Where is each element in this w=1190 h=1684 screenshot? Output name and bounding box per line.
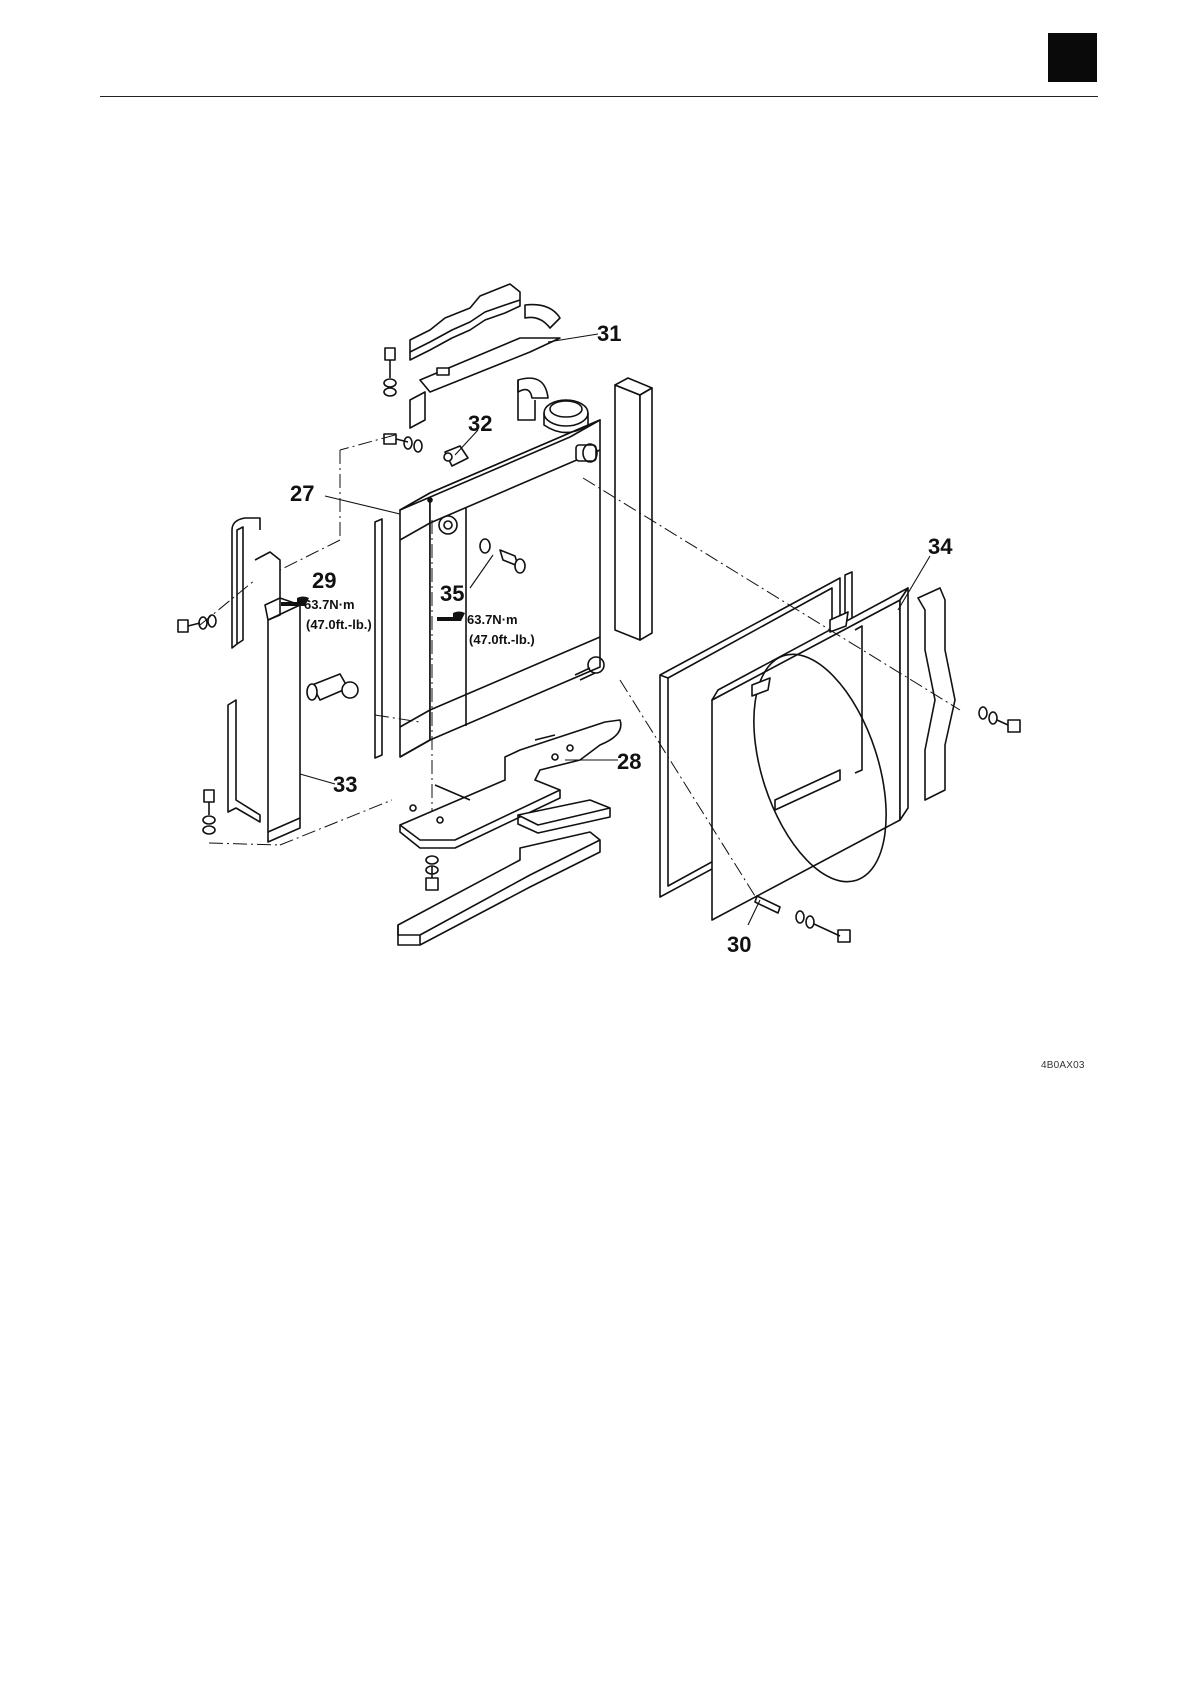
shroud-rear-seal: [918, 588, 955, 800]
bottom-bolt: [426, 856, 438, 890]
left-lower-bolt: [203, 790, 215, 834]
callout-31: 31: [597, 321, 621, 346]
radiator-core: [400, 420, 604, 757]
callout-33: 33: [333, 772, 357, 797]
torque-center-value: 63.7N·m: [467, 612, 518, 627]
top-bracket: [410, 284, 560, 428]
right-bolt-set: [979, 707, 1020, 732]
figure-code: 4B0AX03: [1041, 1060, 1085, 1071]
left-side-plate: [228, 518, 300, 842]
callout-27: 27: [290, 481, 314, 506]
torque-center-imperial: (47.0ft.-lb.): [469, 632, 535, 647]
callout-28: 28: [617, 749, 641, 774]
callout-35: 35: [440, 581, 464, 606]
bracket-32: [444, 446, 468, 466]
torque-left-value: 63.7N·m: [304, 597, 355, 612]
left-upper-bolt: [178, 615, 216, 632]
bushing-and-bolt-30: [755, 896, 850, 942]
callout-30: 30: [727, 932, 751, 957]
left-seal-strip: [375, 519, 382, 758]
torque-left-imperial: (47.0ft.-lb.): [306, 617, 372, 632]
left-hose-fitting: [307, 674, 358, 700]
callout-32: 32: [468, 411, 492, 436]
callout-34: 34: [928, 534, 953, 559]
callout-29: 29: [312, 568, 336, 593]
